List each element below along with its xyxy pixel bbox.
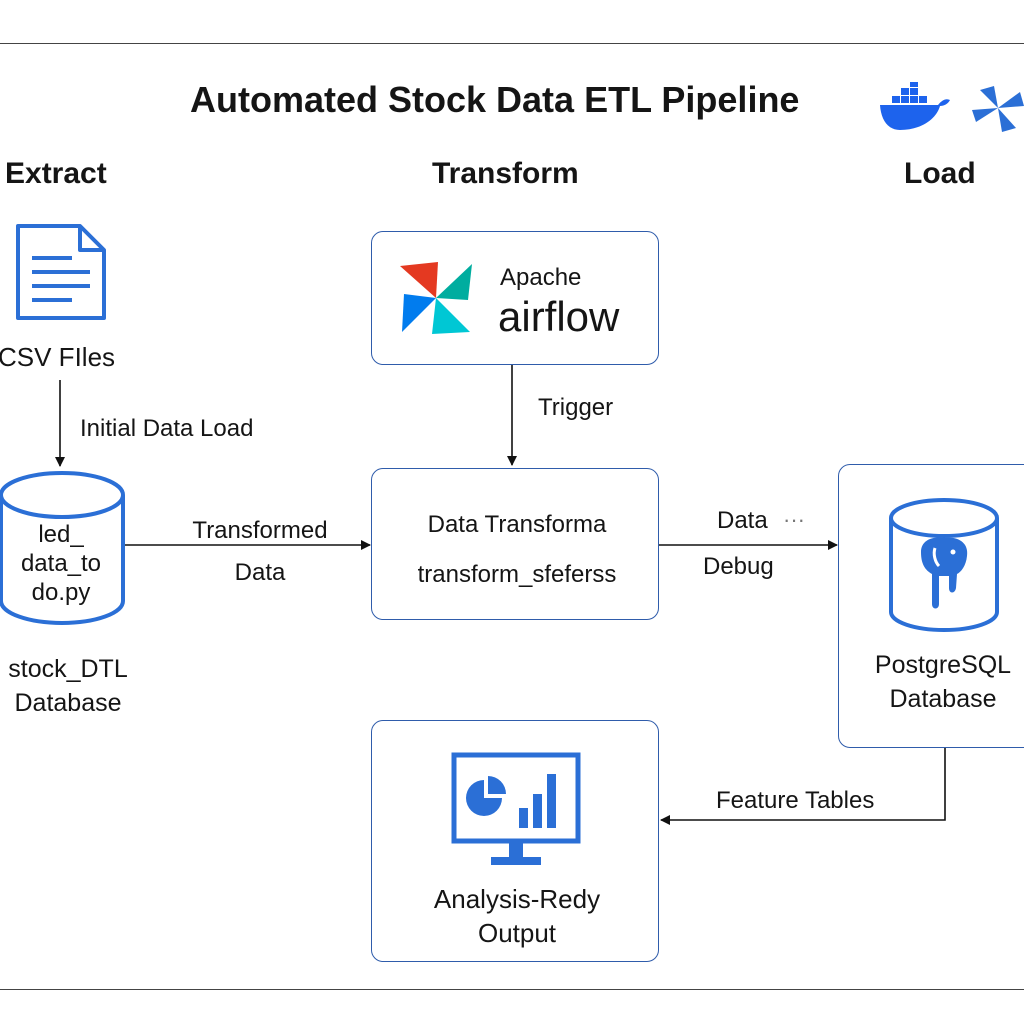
initial-data-load-label: Initial Data Load <box>80 415 254 442</box>
docker-whale-icon <box>880 82 950 130</box>
bottom-rule <box>0 989 1024 990</box>
analytics-monitor-icon <box>451 752 581 865</box>
db-script-text: led_ data_to do.py <box>0 520 122 607</box>
csv-files-label: CSV FIles <box>0 342 116 372</box>
transformed-line-1: Transformed <box>192 517 328 544</box>
stock-database-caption: stock_DTL Database <box>0 652 136 720</box>
data-label-dots: ··· <box>783 507 805 532</box>
db-script-line-2: data_to <box>20 550 102 577</box>
data-transform-title: Data Transforma <box>427 511 607 538</box>
postgresql-database-icon <box>889 498 999 632</box>
section-extract: Extract <box>5 157 107 190</box>
postgresql-line-1: PostgreSQL <box>874 651 1012 679</box>
data-transform-box <box>371 468 659 620</box>
pie-chart-icon <box>466 776 506 816</box>
airflow-name-text: airflow <box>498 293 620 340</box>
output-line-2: Output <box>477 918 557 948</box>
edge-feature-tables <box>660 748 946 825</box>
postgresql-caption: PostgreSQL Database <box>858 648 1024 716</box>
stock-db-line-2: Database <box>14 689 122 717</box>
trigger-label: Trigger <box>538 394 614 421</box>
output-line-1: Analysis-Redy <box>433 884 601 914</box>
airflow-logo-icon <box>400 262 472 334</box>
data-transform-function: transform_sfeferss <box>417 561 617 588</box>
db-script-line-1: led_ <box>38 521 84 548</box>
section-transform: Transform <box>432 157 579 190</box>
document-icon <box>16 224 106 320</box>
stock-db-line-1: stock_DTL <box>8 655 128 683</box>
feature-tables-label: Feature Tables <box>716 787 875 814</box>
airflow-pinwheel-icon <box>972 86 1024 132</box>
container-block <box>892 96 900 103</box>
elephant-icon <box>921 537 968 609</box>
section-load: Load <box>904 157 976 190</box>
transformed-line-2: Data <box>234 559 286 586</box>
db-script-line-3: do.py <box>31 579 91 606</box>
database-cylinder-icon <box>0 471 125 625</box>
debug-label: Debug <box>703 553 774 580</box>
postgresql-line-2: Database <box>889 685 997 713</box>
transformed-data-label: Transformed Data <box>180 510 340 594</box>
top-rule <box>0 43 1024 44</box>
diagram-title: Automated Stock Data ETL Pipeline <box>190 79 800 120</box>
bar-chart-icon <box>519 774 556 828</box>
airflow-apache-text: Apache <box>500 264 582 291</box>
output-caption: Analysis-Redy Output <box>371 882 663 950</box>
data-label: Data <box>717 507 768 534</box>
